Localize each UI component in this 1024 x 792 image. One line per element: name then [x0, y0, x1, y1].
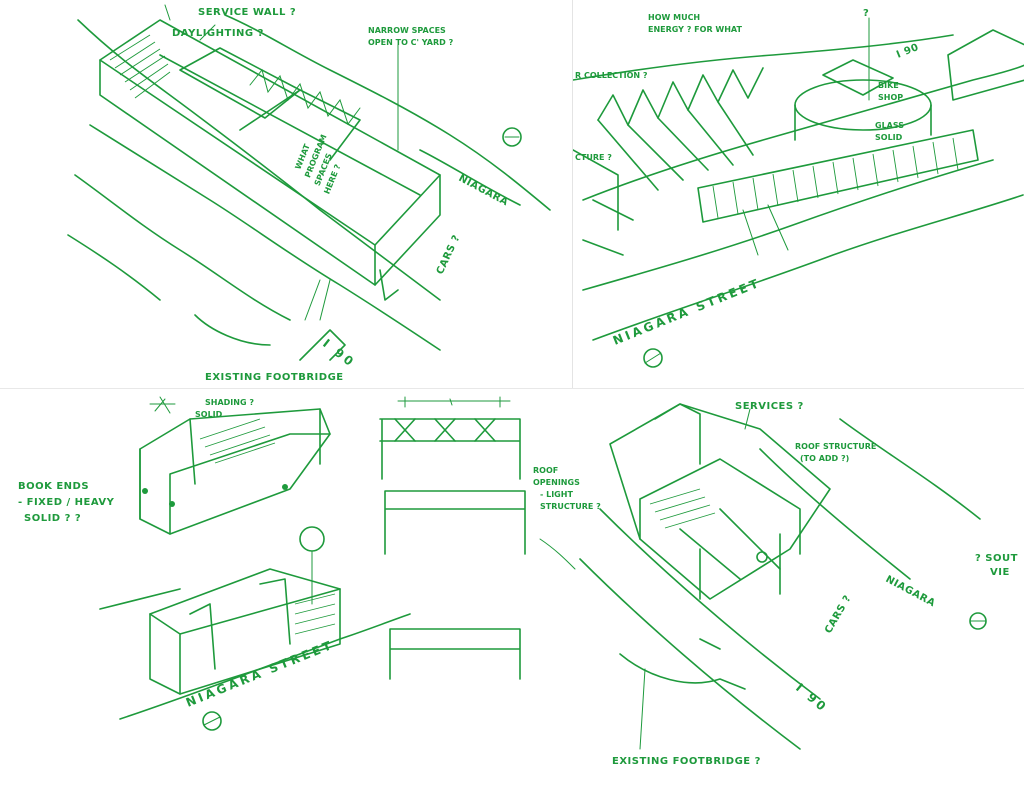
label-glass: GLASS: [875, 121, 904, 130]
label-question: ?: [863, 8, 869, 19]
label-niagara-street: NIAGARA STREET: [184, 638, 336, 710]
label-service-wall: SERVICE WALL ?: [198, 7, 296, 18]
sketch-sheet-site-axonometric: SERVICE WALL ? DAYLIGHTING ? NARROW SPAC…: [0, 0, 572, 388]
label-solid: SOLID: [875, 133, 903, 142]
sketch-2-drawing: ? HOW MUCH ENERGY ? FOR WHAT R COLLECTIO…: [573, 8, 1024, 368]
label-book-ends: BOOK ENDS: [18, 481, 89, 492]
label-fixed-heavy: - FIXED / HEAVY: [18, 497, 115, 508]
label-shop: SHOP: [878, 93, 903, 102]
label-cars: CARS ?: [823, 593, 854, 635]
label-i90: I 90: [895, 42, 921, 61]
label-narrow-spaces: NARROW SPACES: [368, 26, 446, 35]
label-cars: CARS ?: [435, 233, 463, 276]
label-book-ends-solid: SOLID ? ?: [24, 513, 81, 524]
label-to-add: (TO ADD ?): [800, 454, 849, 463]
label-niagara-street: NIAGARA STREET: [611, 276, 763, 348]
label-open-courtyard: OPEN TO C' YARD ?: [368, 38, 454, 47]
label-how-much: HOW MUCH: [648, 13, 700, 22]
label-collection: R COLLECTION ?: [575, 71, 648, 80]
sketch-sheet-studies: SHADING ? SOLID BOOK ENDS - FIXED / HEAV…: [0, 388, 1024, 792]
label-niagara: NIAGARA: [457, 173, 510, 208]
label-views: VIE: [990, 567, 1010, 578]
label-services: SERVICES ?: [735, 401, 804, 412]
label-structure: CTURE ?: [575, 153, 612, 162]
label-energy-for-what: ENERGY ? FOR WHAT: [648, 25, 742, 34]
north-arrow-icon: [202, 711, 222, 731]
label-i90: I 90: [793, 681, 831, 716]
label-i90: I 90: [320, 336, 358, 370]
section-elevations: [379, 396, 526, 680]
hatched-service-wall: [109, 34, 171, 99]
sketch-sheet-street-view: ? HOW MUCH ENERGY ? FOR WHAT R COLLECTIO…: [572, 0, 1024, 388]
sketch-1-drawing: SERVICE WALL ? DAYLIGHTING ? NARROW SPAC…: [67, 4, 551, 383]
label-existing-footbridge: EXISTING FOOTBRIDGE: [205, 372, 344, 383]
niagara-street-study: [99, 526, 411, 720]
label-bike: BIKE: [878, 81, 899, 90]
hatched-long-wall: [712, 137, 959, 219]
label-daylighting: DAYLIGHTING ?: [172, 28, 264, 39]
label-light: - LIGHT: [540, 490, 573, 499]
label-openings: OPENINGS: [533, 478, 580, 487]
label-south: ? SOUT: [975, 553, 1018, 564]
label-roof-structure: ROOF STRUCTURE: [795, 442, 876, 451]
label-roof: ROOF: [533, 466, 558, 475]
label-roof-structure-q: STRUCTURE ?: [540, 502, 601, 511]
label-solid: SOLID: [195, 410, 223, 419]
north-arrow-icon: [502, 127, 522, 147]
label-shading: SHADING ?: [205, 398, 254, 407]
book-ends-study: [139, 396, 331, 535]
roof-structure-study: [579, 403, 987, 750]
label-existing-footbridge: EXISTING FOOTBRIDGE ?: [612, 756, 761, 767]
sketch-3-drawing: SHADING ? SOLID BOOK ENDS - FIXED / HEAV…: [18, 396, 1018, 767]
north-arrow-icon: [643, 348, 663, 368]
